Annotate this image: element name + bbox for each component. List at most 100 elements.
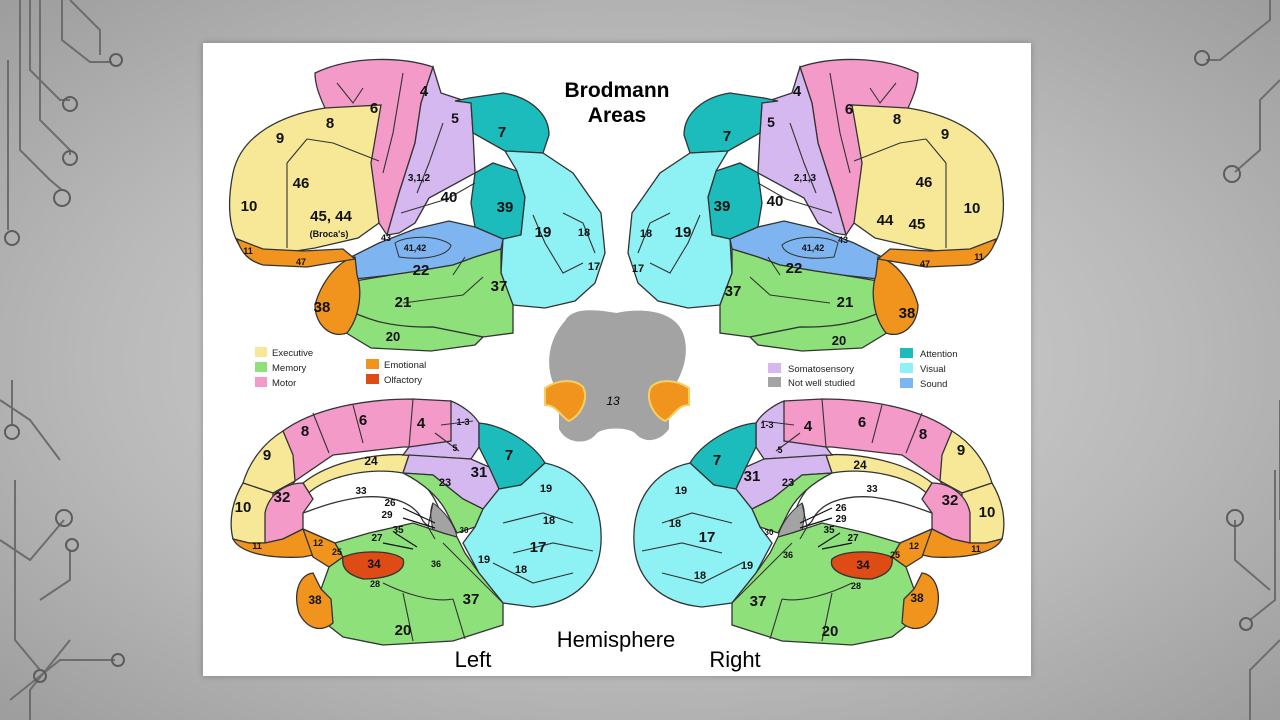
legend-label-emotional: Emotional bbox=[384, 360, 426, 371]
legend-label-sound: Sound bbox=[920, 379, 947, 390]
label-area-38: 38 bbox=[910, 591, 924, 605]
label-area-33: 33 bbox=[355, 486, 367, 497]
label-area-39: 39 bbox=[497, 199, 514, 216]
legend-swatch-somatosensory bbox=[768, 363, 781, 373]
label-area-8: 8 bbox=[301, 423, 309, 440]
legend-label-somatosensory: Somatosensory bbox=[788, 364, 854, 375]
legend-swatch-sound bbox=[900, 378, 913, 388]
label-area-18: 18 bbox=[543, 515, 555, 527]
label-area-38: 38 bbox=[899, 305, 916, 322]
label-area-41-42: 41,42 bbox=[404, 243, 427, 253]
label-area-23: 23 bbox=[782, 477, 794, 489]
label-area-17: 17 bbox=[588, 261, 600, 273]
label-area-37: 37 bbox=[491, 278, 508, 295]
label-area-13-center: 13 bbox=[606, 394, 620, 408]
label-area-9: 9 bbox=[957, 442, 965, 459]
label-area-4: 4 bbox=[420, 83, 429, 100]
label-area-33: 33 bbox=[866, 484, 878, 495]
label-area-27: 27 bbox=[847, 533, 859, 544]
right-lateral-labels: 4 6 8 9 5 7 2,1,3 40 39 46 10 44 45 43 4… bbox=[632, 83, 984, 348]
legend-swatch-memory bbox=[255, 362, 267, 372]
label-area-19b: 19 bbox=[741, 560, 753, 572]
label-area-40: 40 bbox=[767, 193, 784, 210]
label-area-3-1-2: 3,1,2 bbox=[408, 173, 431, 184]
label-area-37: 37 bbox=[750, 593, 767, 610]
label-area-39: 39 bbox=[714, 198, 731, 215]
label-area-37: 37 bbox=[725, 283, 742, 300]
label-area-45: 45 bbox=[909, 216, 926, 233]
label-area-10: 10 bbox=[235, 499, 252, 516]
label-area-45-44: 45, 44 bbox=[310, 208, 352, 225]
legend-label-olfactory: Olfactory bbox=[384, 375, 422, 386]
label-area-17: 17 bbox=[530, 539, 547, 556]
label-area-34: 34 bbox=[367, 557, 381, 571]
title-line2: Areas bbox=[588, 104, 646, 127]
legend-label-not-well-studied: Not well studied bbox=[788, 378, 855, 389]
label-area-34: 34 bbox=[856, 558, 870, 572]
label-area-47: 47 bbox=[296, 257, 306, 267]
label-brocas: (Broca's) bbox=[310, 229, 349, 239]
label-area-19: 19 bbox=[535, 224, 552, 241]
label-area-19b: 19 bbox=[478, 554, 490, 566]
right-lateral-brain bbox=[627, 58, 1005, 352]
label-area-24: 24 bbox=[853, 458, 867, 472]
label-area-32: 32 bbox=[942, 492, 959, 509]
label-area-7: 7 bbox=[505, 447, 513, 464]
label-area-38: 38 bbox=[308, 593, 322, 607]
label-area-31: 31 bbox=[744, 468, 761, 485]
label-area-8: 8 bbox=[326, 115, 334, 132]
label-area-32: 32 bbox=[274, 489, 291, 506]
label-area-12: 12 bbox=[313, 538, 323, 548]
legend-label-executive: Executive bbox=[272, 348, 313, 359]
label-area-26: 26 bbox=[384, 498, 396, 509]
label-area-12: 12 bbox=[909, 541, 919, 551]
label-area-10: 10 bbox=[979, 504, 996, 521]
label-area-5: 5 bbox=[767, 114, 775, 130]
caption-hemisphere: Hemisphere bbox=[557, 627, 676, 652]
label-area-7: 7 bbox=[498, 124, 506, 141]
label-area-10: 10 bbox=[964, 200, 981, 217]
label-area-5: 5 bbox=[777, 445, 782, 455]
label-area-11: 11 bbox=[252, 541, 262, 551]
label-area-4: 4 bbox=[793, 83, 802, 100]
label-area-4: 4 bbox=[417, 415, 426, 432]
label-area-23: 23 bbox=[439, 477, 451, 489]
label-area-18b: 18 bbox=[694, 570, 706, 582]
label-area-25: 25 bbox=[332, 547, 342, 557]
legend-left: Executive Memory Motor bbox=[255, 347, 313, 389]
label-area-2-1-3: 2,1,3 bbox=[794, 173, 817, 184]
label-area-19: 19 bbox=[675, 485, 687, 497]
label-area-28: 28 bbox=[370, 579, 380, 589]
label-area-20: 20 bbox=[386, 329, 400, 344]
label-area-21: 21 bbox=[395, 294, 412, 311]
label-area-44: 44 bbox=[877, 212, 894, 229]
label-area-38: 38 bbox=[314, 299, 331, 316]
label-area-5: 5 bbox=[451, 110, 459, 126]
label-area-11: 11 bbox=[974, 252, 984, 262]
circuit-decoration-right bbox=[1194, 0, 1280, 720]
legend-swatch-executive bbox=[255, 347, 267, 357]
label-area-30: 30 bbox=[765, 528, 774, 537]
label-area-28: 28 bbox=[851, 581, 861, 591]
label-area-8: 8 bbox=[919, 426, 927, 443]
label-area-5: 5 bbox=[452, 443, 457, 453]
label-area-24: 24 bbox=[364, 454, 378, 468]
label-area-20: 20 bbox=[395, 622, 412, 639]
label-area-36: 36 bbox=[783, 550, 793, 560]
label-area-9: 9 bbox=[263, 447, 271, 464]
label-area-35: 35 bbox=[823, 525, 835, 536]
legend-label-memory: Memory bbox=[272, 363, 307, 374]
left-medial-brain bbox=[230, 398, 602, 646]
label-area-10: 10 bbox=[241, 198, 258, 215]
legend-swatch-attention bbox=[900, 348, 913, 358]
label-area-31: 31 bbox=[471, 464, 488, 481]
label-area-35: 35 bbox=[392, 525, 404, 536]
label-area-7: 7 bbox=[723, 128, 731, 145]
legend-swatch-emotional bbox=[366, 359, 379, 369]
label-area-6: 6 bbox=[845, 101, 853, 118]
legend-label-motor: Motor bbox=[272, 378, 296, 389]
label-area-19: 19 bbox=[540, 483, 552, 495]
left-lateral-labels: 4 6 8 9 5 7 3,1,2 40 39 46 10 45, 44 (Br… bbox=[241, 83, 600, 344]
label-area-17: 17 bbox=[699, 529, 716, 546]
insula-area-13: 13 bbox=[544, 310, 690, 442]
